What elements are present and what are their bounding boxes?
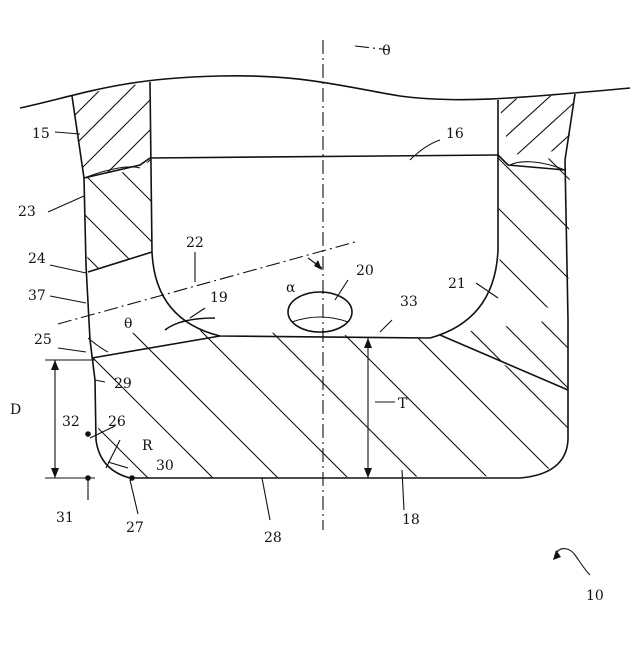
- point-27: [129, 475, 135, 481]
- point-31: [85, 475, 91, 481]
- label-20: 20: [356, 263, 374, 279]
- label-t: T: [398, 396, 408, 412]
- label-27: 27: [126, 520, 144, 536]
- inclined-axis: [58, 242, 355, 324]
- cavity-top-edge: [150, 155, 498, 158]
- label-0: 0: [382, 43, 391, 59]
- hatch-upper-right: [460, 50, 630, 180]
- label-29: 29: [114, 376, 132, 392]
- right-passage: [440, 335, 568, 390]
- label-25: 25: [34, 332, 52, 348]
- label-10: 10: [586, 588, 604, 604]
- label-31: 31: [56, 510, 74, 526]
- label-30: 30: [156, 458, 174, 474]
- right-skirt-outline: [520, 94, 575, 478]
- oil-passage-bottom: [92, 336, 220, 358]
- label-16: 16: [446, 126, 464, 142]
- label-33: 33: [400, 294, 418, 310]
- hatch-right-body: [480, 90, 620, 380]
- hole-20: [288, 292, 352, 332]
- oil-passage-top: [88, 252, 152, 272]
- label-r: R: [142, 438, 153, 454]
- label-28: 28: [264, 530, 282, 546]
- point-26: [85, 431, 91, 437]
- label-22: 22: [186, 235, 204, 251]
- central-cavity: [150, 82, 498, 338]
- hole-inner: [292, 317, 348, 322]
- label-24: 24: [28, 251, 46, 267]
- label-d: D: [10, 402, 21, 418]
- label-theta: θ: [124, 316, 132, 332]
- label-32: 32: [62, 414, 80, 430]
- leader-lines: [48, 132, 590, 575]
- label-21: 21: [448, 276, 466, 292]
- label-19: 19: [210, 290, 228, 306]
- label-alpha: α: [286, 280, 296, 296]
- label-26: 26: [108, 414, 126, 430]
- break-line: [20, 76, 630, 108]
- label-15: 15: [32, 126, 50, 142]
- label-18: 18: [402, 512, 420, 528]
- label-23: 23: [18, 204, 36, 220]
- label-37: 37: [28, 288, 46, 304]
